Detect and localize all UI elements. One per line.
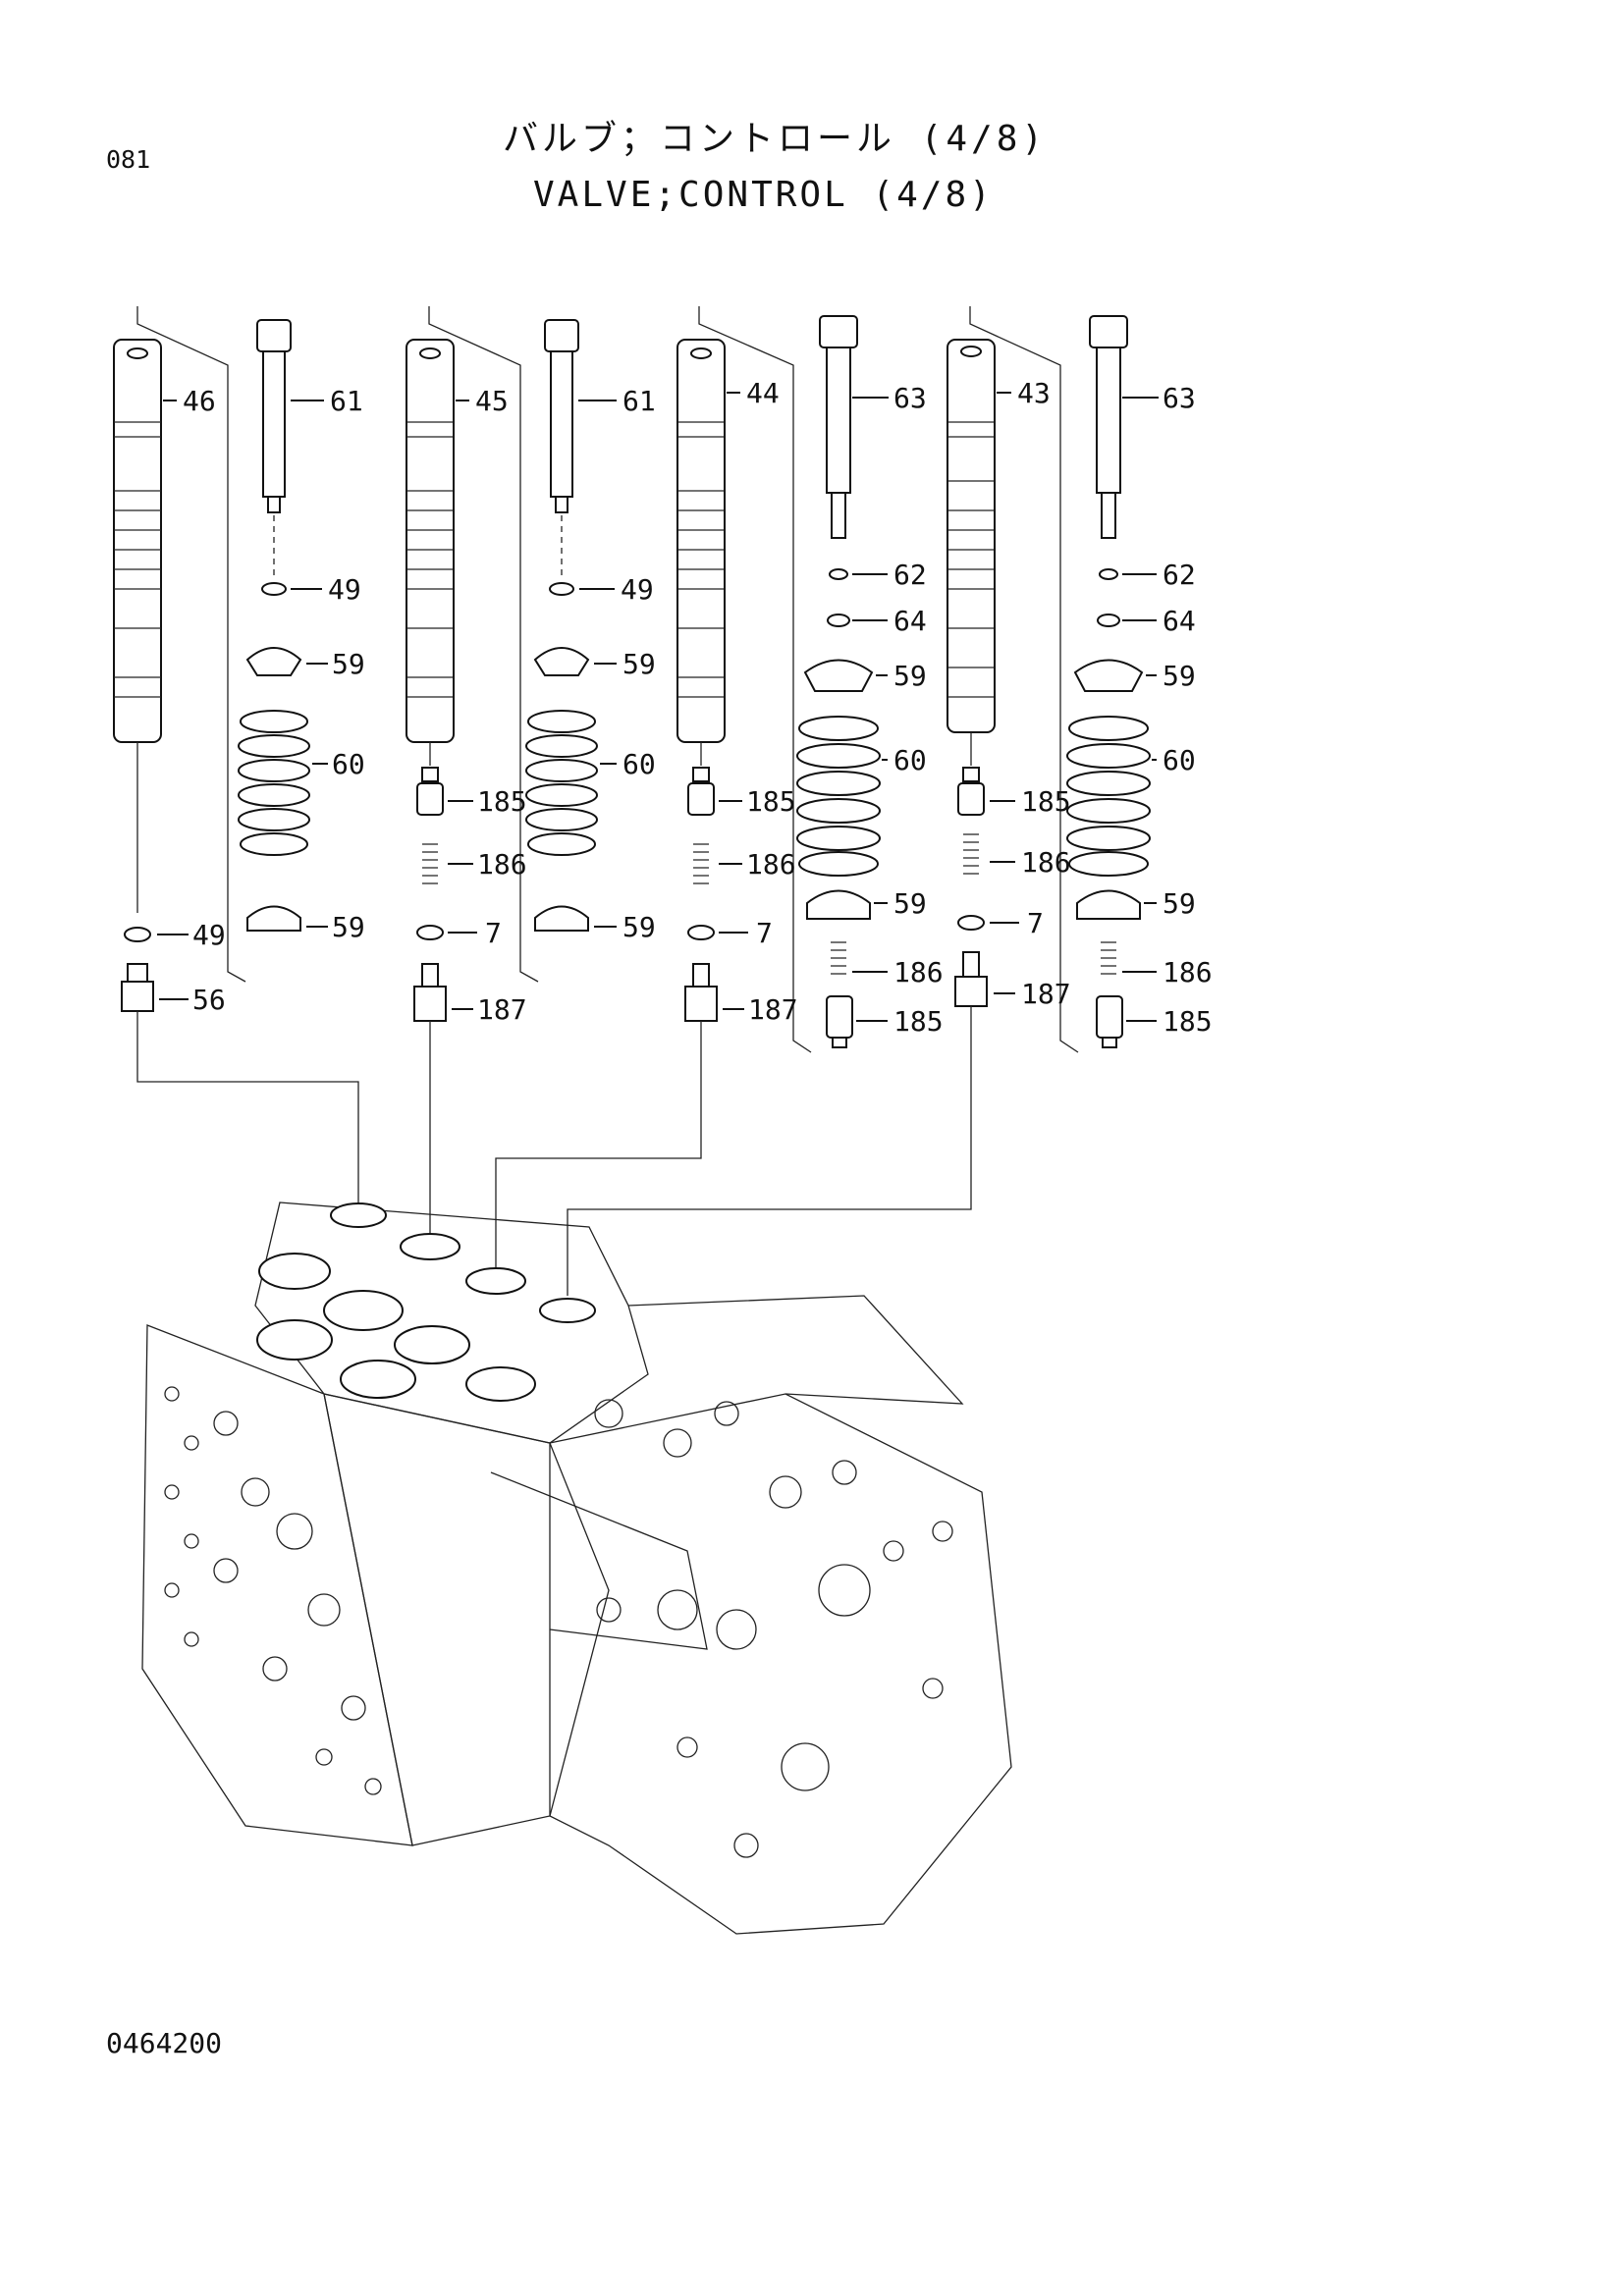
callout-63-col8: 63 (1163, 382, 1196, 414)
title-japanese: バルブ；コントロール (4/8) (503, 119, 1048, 159)
callout-59-col4-upper: 59 (622, 648, 656, 680)
spool-assembly-44: 44 185 186 7 187 (495, 306, 812, 1276)
control-valve-body (141, 1201, 1012, 1935)
callout-187-col5: 187 (748, 993, 798, 1026)
callout-62-col6: 62 (893, 559, 927, 591)
callout-45: 45 (475, 385, 509, 417)
callout-185-col7: 185 (1021, 785, 1071, 818)
spring-stack-col4: 61 49 59 60 59 (525, 319, 656, 943)
callout-43: 43 (1017, 377, 1051, 409)
bolt-head-61 (256, 319, 292, 352)
sleeve-185 (416, 782, 444, 816)
seat-59-lower (246, 905, 301, 932)
callout-59-col6-lower: 59 (893, 887, 927, 920)
callout-185-col5: 185 (746, 785, 796, 818)
callout-59-col8-upper: 59 (1163, 660, 1196, 692)
bolt-63 (826, 347, 851, 494)
callout-186-col5: 186 (746, 848, 796, 881)
callout-60-col6: 60 (893, 744, 927, 776)
spool-46 (113, 339, 162, 743)
callout-7-col7: 7 (1027, 907, 1044, 939)
callout-186-col7: 186 (1021, 846, 1071, 879)
callout-49-col4: 49 (621, 573, 654, 606)
spool-assembly-45: 45 185 186 7 187 (406, 306, 539, 1245)
callout-62-col8: 62 (1163, 559, 1196, 591)
callout-185-col8: 185 (1163, 1005, 1213, 1038)
spring-stack-col2: 61 49 59 60 59 (238, 319, 365, 943)
callout-186-col8: 186 (1163, 956, 1213, 988)
callout-56: 56 (192, 984, 226, 1016)
callout-60-col2: 60 (332, 748, 365, 780)
callout-60-col8: 60 (1163, 744, 1196, 776)
callout-185-col3: 185 (477, 785, 527, 818)
page-number: 081 (106, 145, 151, 174)
callout-63-col6: 63 (893, 382, 927, 414)
callout-64-col6: 64 (893, 605, 927, 637)
o-ring-49 (124, 927, 151, 942)
callout-61-col4: 61 (622, 385, 656, 417)
spool-assembly-43: 43 185 186 7 187 (567, 306, 1079, 1296)
callout-186-col3: 186 (477, 848, 527, 881)
callout-49-lower-col1: 49 (192, 919, 226, 951)
callout-59-col6-upper: 59 (893, 660, 927, 692)
callout-59-col4-lower: 59 (622, 911, 656, 943)
callout-46: 46 (183, 385, 216, 417)
callout-44: 44 (746, 377, 780, 409)
bolt-61 (262, 350, 286, 498)
o-ring-7 (416, 925, 444, 940)
spring-stack-col8: 63 62 64 59 60 59 186 185 (1066, 315, 1213, 1048)
title-english: VALVE;CONTROL (4/8) (533, 175, 994, 215)
callout-187-col7: 187 (1021, 978, 1071, 1010)
bolt-head-63-b (1089, 315, 1128, 348)
callout-49-col2: 49 (328, 573, 361, 606)
callout-59-col2-lower: 59 (332, 911, 365, 943)
callout-186-col6: 186 (893, 956, 944, 988)
o-ring-49-upper (261, 582, 287, 596)
spring-60-b (525, 710, 598, 856)
ring-62 (829, 568, 848, 580)
callout-59-col8-lower: 59 (1163, 887, 1196, 920)
seat-59-upper (245, 647, 302, 676)
callout-7-col5: 7 (756, 917, 773, 949)
callout-7-col3: 7 (485, 917, 502, 949)
spool-44 (676, 339, 726, 743)
drawing-number: 0464200 (106, 2027, 223, 2059)
spring-stack-col6: 63 62 64 59 60 59 186 185 (796, 315, 944, 1048)
o-ring-64 (827, 614, 850, 627)
spring-60-d (1066, 716, 1151, 877)
plug-56 (121, 963, 154, 1012)
callout-59-col2-upper: 59 (332, 648, 365, 680)
bolt-61-b (550, 350, 573, 498)
spool-43 (947, 339, 996, 733)
bolt-head-63 (819, 315, 858, 348)
spring-60 (238, 710, 310, 856)
spring-186 (422, 843, 438, 884)
spool-45 (406, 339, 455, 743)
spring-60-c (796, 716, 881, 877)
callout-187-col3: 187 (477, 993, 527, 1026)
callout-64-col8: 64 (1163, 605, 1196, 637)
plug-187 (413, 963, 447, 1022)
bolt-63-b (1096, 347, 1121, 494)
callout-185-col6: 185 (893, 1005, 944, 1038)
bolt-head-61-b (544, 319, 579, 352)
callout-61-col2: 61 (330, 385, 363, 417)
callout-60-col4: 60 (622, 748, 656, 780)
spool-assembly-46: 46 49 56 (113, 306, 359, 1202)
